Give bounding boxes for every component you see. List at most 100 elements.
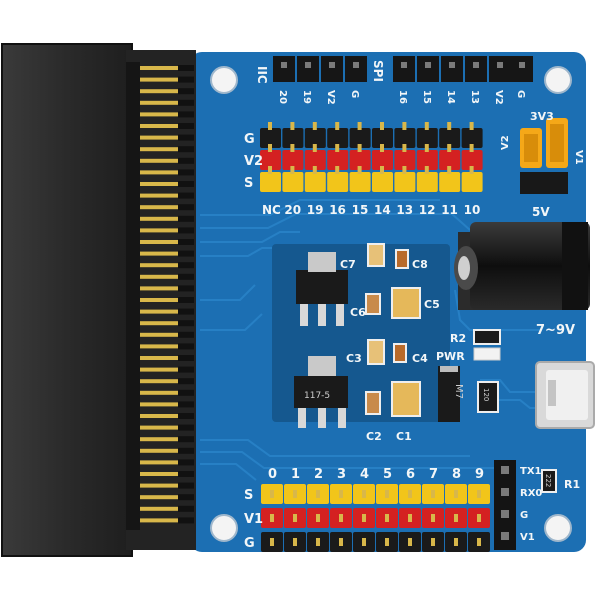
connector-pin — [140, 483, 194, 488]
upper-pin-label: 15 — [352, 203, 369, 217]
pin-tip — [312, 144, 317, 152]
connector-pin — [140, 135, 194, 140]
cap-c1-label: C1 — [396, 430, 412, 443]
pin-tip — [357, 166, 362, 174]
header-pin — [282, 172, 304, 192]
spi-pin — [489, 56, 511, 82]
header-pin — [461, 128, 483, 148]
pin-tip — [477, 514, 481, 522]
pin-tip — [270, 538, 274, 546]
connector-pin — [140, 309, 194, 314]
power-input-label: 7~9V — [536, 323, 575, 338]
header-pin — [394, 172, 416, 192]
uart-pin — [501, 466, 509, 474]
pin-tip — [473, 62, 479, 68]
pin-tip — [293, 538, 297, 546]
pin-tip — [290, 122, 295, 130]
pin-tip — [385, 514, 389, 522]
iic-pin-label: 19 — [301, 90, 312, 104]
connector-pin-housing — [178, 123, 194, 129]
lower-row-label: S — [244, 488, 253, 503]
upper-pin-label: 10 — [464, 203, 481, 217]
pin-tip — [316, 514, 320, 522]
upper-pin-label: 13 — [396, 203, 413, 217]
regulator-circuit: 117-5 C7 C8 C6 C5 C3 C4 C2 C1 M7 120 R2 … — [294, 243, 501, 443]
pin-tip — [447, 122, 452, 130]
lower-row-label: V1 — [244, 512, 263, 527]
cap-c4-label: C4 — [412, 352, 428, 365]
pin-tip — [305, 62, 311, 68]
connector-pin — [140, 205, 194, 210]
pcb-traces — [200, 199, 540, 481]
connector-pin-housing — [178, 459, 194, 466]
iic-pin — [273, 56, 295, 82]
connector-pin — [140, 495, 194, 500]
pin-tip — [454, 538, 458, 546]
spi-pin — [393, 56, 415, 82]
upper-row-label: V2 — [244, 154, 263, 169]
connector-pin-housing — [178, 505, 194, 512]
pin-tip — [270, 514, 274, 522]
connector-pin — [140, 332, 194, 337]
upper-pin-label: 20 — [284, 203, 301, 217]
pin-tip — [402, 122, 407, 130]
connector-pin — [140, 112, 194, 117]
pin-tip — [402, 144, 407, 152]
pin-tip — [385, 490, 389, 498]
connector-pin — [140, 89, 194, 94]
pin-tip — [335, 122, 340, 130]
upper-pin-label: NC — [262, 203, 281, 217]
connector-pin — [140, 506, 194, 511]
header-pin — [416, 172, 438, 192]
header-pin — [416, 128, 438, 148]
pin-tip — [362, 490, 366, 498]
iic-pin — [297, 56, 319, 82]
pin-tip — [270, 490, 274, 498]
r1-label: R1 — [564, 478, 580, 491]
connector-pin — [140, 286, 194, 291]
connector-pin — [140, 414, 194, 418]
jumper-3v3-label: 3V3 — [530, 110, 554, 123]
jumper-5v-label: 5V — [532, 205, 550, 219]
pin-tip — [401, 62, 407, 68]
pin-tip — [477, 538, 481, 546]
pin-tip — [268, 144, 272, 152]
header-pin — [260, 128, 281, 148]
spi-pin — [441, 56, 463, 82]
connector-pin-housing — [178, 134, 194, 141]
pin-tip — [469, 166, 474, 174]
connector-pin-housing — [178, 192, 194, 199]
spi-pin-label: G — [515, 90, 526, 98]
connector-pin-housing — [178, 355, 194, 361]
pin-tip — [431, 538, 435, 546]
connector-pin-housing — [178, 389, 194, 396]
header-pin — [439, 172, 461, 192]
connector-pin — [140, 298, 194, 302]
r1-marking: 222 — [544, 474, 552, 487]
lower-pin-label: 3 — [337, 467, 346, 482]
header-pin — [327, 172, 349, 192]
pin-tip — [339, 514, 343, 522]
connector-pin — [140, 77, 194, 82]
iic-label: IIC — [255, 66, 269, 84]
pin-tip — [293, 514, 297, 522]
lower-pin-label: 1 — [291, 467, 300, 482]
regulator-marking: 117-5 — [304, 391, 330, 401]
pin-tip — [408, 514, 412, 522]
lower-pin-label: 4 — [360, 467, 369, 482]
pin-tip — [408, 538, 412, 546]
edge-connector — [1, 43, 196, 557]
uart-pin-label: V1 — [520, 532, 535, 543]
header-pin — [304, 128, 326, 148]
header-pin — [372, 172, 393, 192]
connector-pin-housing — [178, 401, 194, 408]
cap-c8-label: C8 — [412, 258, 428, 271]
connector-pin-housing — [178, 366, 194, 373]
cap-c5-label: C5 — [424, 298, 440, 311]
connector-pin — [140, 448, 194, 453]
pin-tip — [268, 166, 272, 174]
pin-tip — [497, 62, 503, 68]
r1-resistor — [541, 469, 557, 493]
